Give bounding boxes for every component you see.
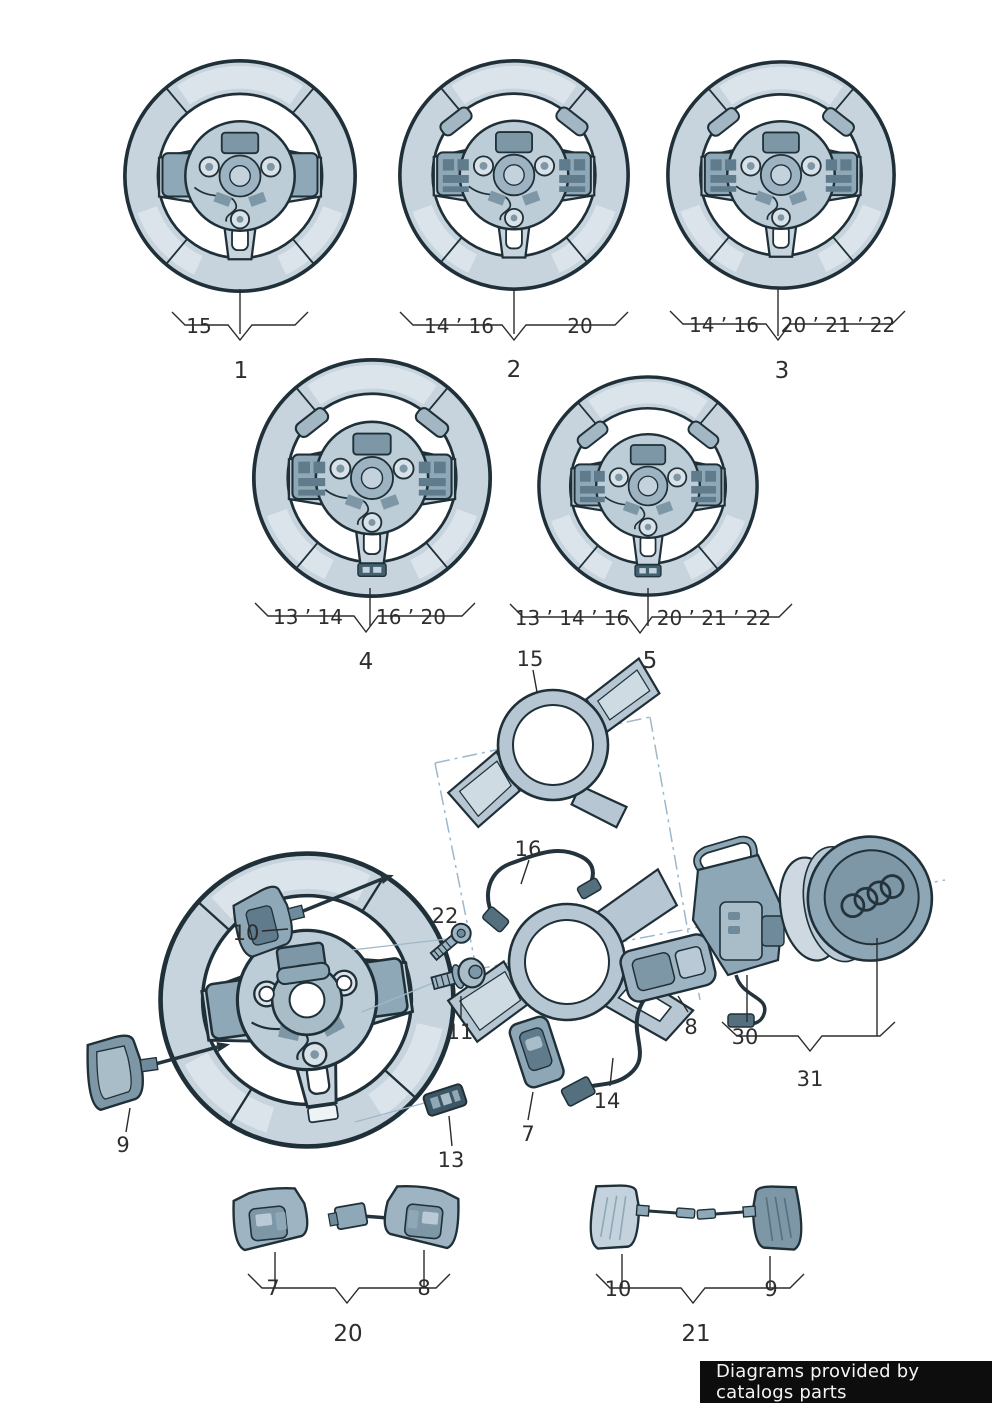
part-switch-right-bottom: [327, 1185, 460, 1250]
callout-bracket-wheel-5: [509, 588, 793, 635]
callout-group21-item-9[interactable]: 9: [764, 1277, 777, 1301]
part-shift-paddle-left: [86, 1034, 231, 1112]
part-trim-cover: [446, 656, 661, 829]
steering-wheel-5: [539, 377, 757, 595]
callout-wheel-2[interactable]: 2: [507, 357, 522, 383]
footer-credit-text: Diagrams provided by catalogs parts: [716, 1361, 920, 1403]
part-shift-paddle-right: [232, 874, 394, 958]
callout-part-9[interactable]: 9: [116, 1133, 129, 1157]
steering-wheel-body-exploded: [142, 835, 473, 1166]
part-switch-right: [560, 933, 717, 1107]
steering-wheel-2: [400, 61, 628, 289]
steering-wheel-1: [125, 61, 355, 291]
steering-wheel-3: [668, 62, 894, 288]
part-badge-clip: [422, 1083, 468, 1117]
part-trim-frame: [446, 867, 695, 1044]
callout-group-20[interactable]: 20: [333, 1321, 362, 1347]
callout-part-10[interactable]: 10: [233, 921, 260, 945]
callout-part-22[interactable]: 22: [432, 904, 459, 928]
part-paddle-right-bottom: [589, 1184, 696, 1250]
callout-part-16[interactable]: 16: [515, 837, 542, 861]
callout-bracket-wheel-2: [399, 288, 629, 342]
steering-wheel-4: [254, 360, 490, 596]
callout-part-11[interactable]: 11: [447, 1020, 474, 1044]
footer-credit-bar: Diagrams provided by catalogs parts: [700, 1361, 992, 1403]
callout-part-31[interactable]: 31: [797, 1067, 824, 1091]
callout-part-7[interactable]: 7: [521, 1122, 534, 1146]
callout-wheel-5[interactable]: 5: [643, 648, 658, 674]
callout-bracket-group-20: [247, 1250, 451, 1305]
part-switch-left-bottom: [232, 1187, 309, 1252]
callout-group21-item-10[interactable]: 10: [605, 1277, 632, 1301]
codes-wheel-3-right[interactable]: 20 ’ 21 ’ 22: [781, 313, 896, 337]
callout-part-15[interactable]: 15: [517, 647, 544, 671]
codes-wheel-2-left[interactable]: 14 ’ 16: [424, 314, 494, 338]
assembly-leader-lines: [351, 938, 448, 1123]
callout-part-30[interactable]: 30: [732, 1025, 759, 1049]
part-mounting-bracket: [691, 835, 785, 1028]
codes-wheel-4-left[interactable]: 13 ’ 14: [273, 605, 343, 629]
codes-wheel-4-right[interactable]: 16 ’ 20: [376, 605, 446, 629]
callout-part-14[interactable]: 14: [594, 1089, 621, 1113]
callout-part-8[interactable]: 8: [684, 1015, 697, 1039]
part-hex-bolt: [430, 957, 486, 991]
callout-group20-item-8[interactable]: 8: [417, 1276, 430, 1300]
callout-bracket-wheel-3: [669, 288, 906, 342]
callout-bracket-group-21: [595, 1254, 805, 1305]
callout-wheel-1[interactable]: 1: [234, 358, 249, 384]
callout-bracket-airbag: [721, 938, 896, 1053]
callout-part-13[interactable]: 13: [438, 1148, 465, 1172]
callout-group-21[interactable]: 21: [681, 1321, 710, 1347]
part-airbag-unit: [778, 835, 934, 963]
codes-wheel-5-right[interactable]: 20 ’ 21 ’ 22: [657, 606, 772, 630]
codes-wheel-5-left[interactable]: 13 ’ 14 ’ 16: [515, 606, 630, 630]
callout-wheel-4[interactable]: 4: [359, 649, 374, 675]
codes-wheel-1-left[interactable]: 15: [186, 314, 211, 338]
part-paddle-left-bottom: [696, 1185, 803, 1251]
callout-wheel-3[interactable]: 3: [775, 358, 790, 384]
codes-wheel-3-left[interactable]: 14 ’ 16: [689, 313, 759, 337]
part-switch-left: [508, 1015, 565, 1089]
part-screw: [429, 922, 472, 962]
codes-wheel-2-right[interactable]: 20: [567, 314, 592, 338]
callout-bracket-wheel-1: [171, 289, 309, 342]
audi-rings-icon: [840, 874, 905, 919]
callout-bracket-wheel-4: [254, 588, 476, 634]
part-wiring-harness: [482, 848, 602, 933]
callout-group20-item-7[interactable]: 7: [266, 1276, 279, 1300]
